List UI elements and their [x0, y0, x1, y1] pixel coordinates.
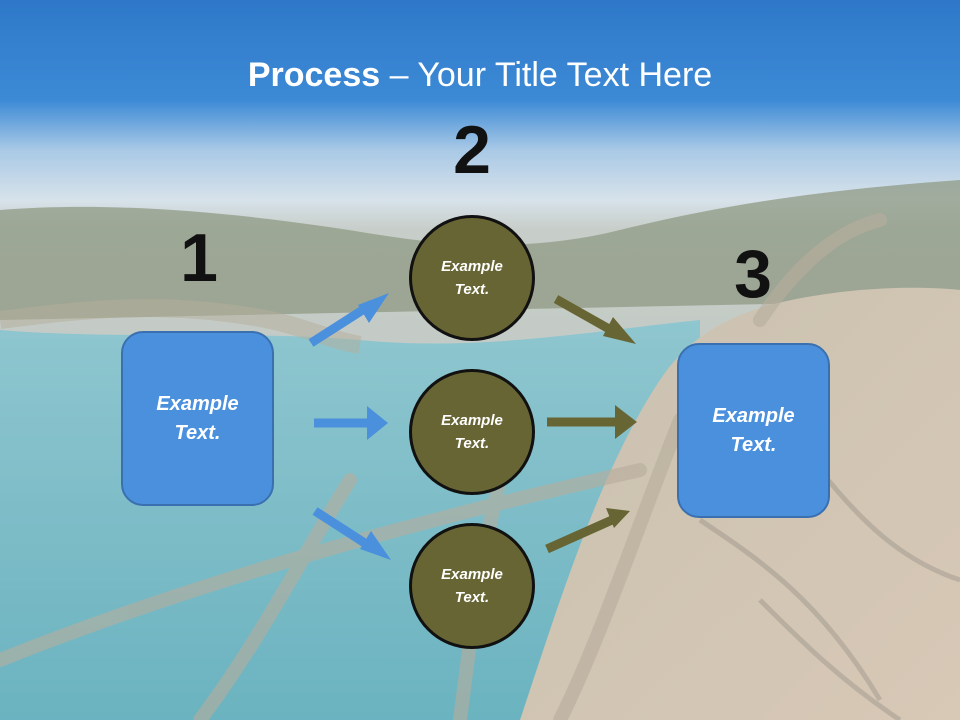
step-number-2: 2: [453, 112, 491, 188]
olive-arrow-middle: [547, 405, 637, 439]
step-2-circle-2: Example Text.: [409, 369, 535, 495]
title-bold: Process: [247, 56, 381, 94]
step-2-circle-3-text: Example Text.: [441, 566, 503, 606]
step-3-text: Example Text.: [712, 404, 795, 456]
step-1-box: Example Text.: [121, 331, 274, 506]
blue-arrow-up: [308, 293, 389, 347]
olive-arrow-down: [553, 295, 636, 344]
blue-arrow-middle: [314, 406, 388, 440]
step-2-circle-1-text: Example Text.: [441, 258, 503, 298]
step-number-3: 3: [734, 236, 772, 312]
olive-arrow-up: [545, 508, 630, 554]
step-2-circle-2-text: Example Text.: [441, 412, 503, 452]
step-2-circle-1: Example Text.: [409, 215, 535, 341]
step-3-box: Example Text.: [677, 343, 830, 518]
step-2-circle-3: Example Text.: [409, 523, 535, 649]
step-number-1: 1: [180, 220, 218, 296]
blue-arrow-down: [312, 507, 391, 560]
slide-title: Process – Your Title Text Here: [0, 52, 960, 98]
title-rest: – Your Title Text Here: [380, 56, 713, 94]
step-1-text: Example Text.: [156, 392, 239, 444]
